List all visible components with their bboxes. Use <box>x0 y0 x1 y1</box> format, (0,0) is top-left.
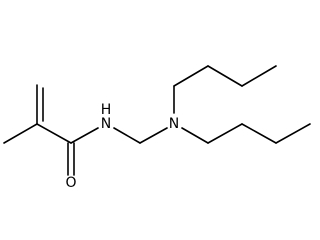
bond-alpha-carbonyl <box>36 123 72 144</box>
carbonyl-oxygen-label: O <box>65 175 76 191</box>
bond-lower-butyl-3 <box>241 123 277 144</box>
bond-nh-ch2 <box>113 127 141 144</box>
tertiary-nitrogen-label: N <box>169 116 179 132</box>
bond-methyl <box>3 123 38 144</box>
bond-ch2-n <box>139 127 168 144</box>
bond-lower-butyl-2 <box>207 123 243 144</box>
bond-upper-butyl-4 <box>241 65 277 87</box>
bond-lower-butyl-1 <box>181 127 209 144</box>
bond-carbonyl-nh <box>70 127 99 144</box>
bond-upper-butyl-2 <box>173 65 209 87</box>
chemical-structure: N H O N <box>3 65 311 191</box>
bond-lower-butyl-4 <box>275 123 311 144</box>
amide-nitrogen-label: N <box>101 116 111 132</box>
amide-hydrogen-label: H <box>101 102 112 118</box>
bond-upper-butyl-3 <box>207 65 243 87</box>
